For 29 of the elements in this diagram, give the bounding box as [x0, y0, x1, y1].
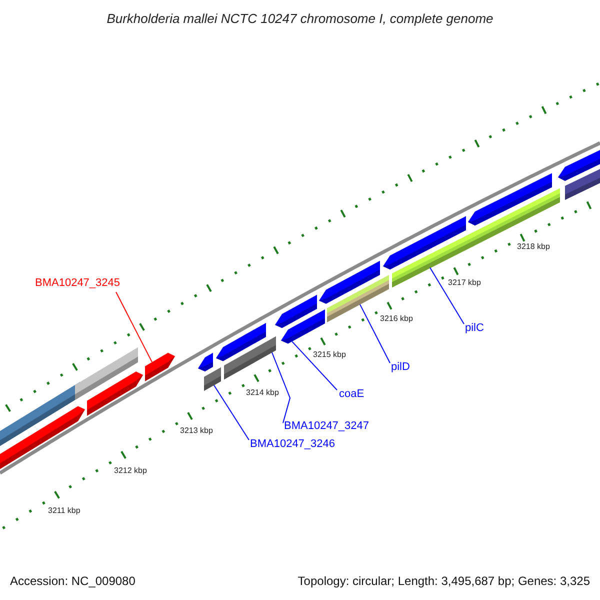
gene-feature	[224, 336, 276, 380]
gene-feature	[468, 173, 552, 226]
gene-label: pilD	[391, 362, 410, 373]
gene-feature	[204, 367, 221, 391]
genome-stats-text: Topology: circular; Length: 3,495,687 bp; Genes: 3,325	[298, 575, 590, 587]
gene-label: pilC	[465, 323, 484, 334]
gene-feature	[198, 352, 213, 372]
scale-label: 3211 kbp	[48, 507, 80, 515]
scale-label: 3213 kbp	[180, 427, 213, 435]
scale-label: 3216 kbp	[380, 315, 413, 323]
gene-label: BMA10247_3246	[250, 439, 336, 450]
gene-feature	[281, 309, 325, 344]
scale-label: 3217 kbp	[448, 279, 481, 287]
gene-feature	[87, 372, 143, 416]
gene-feature	[145, 352, 175, 382]
gene-label: BMA10247_3247	[284, 421, 370, 432]
gene-label: BMA10247_3245	[35, 278, 120, 289]
leader-line	[116, 292, 152, 363]
scale-label: 3212 kbp	[114, 467, 147, 475]
accession-text: Accession: NC_009080	[10, 575, 136, 587]
leader-line	[292, 340, 338, 390]
gene-feature	[565, 169, 600, 200]
gene-label: coaE	[339, 389, 364, 400]
leader-line	[272, 352, 291, 424]
map-title: Burkholderia mallei NCTC 10247 chromosome I, complete genome	[106, 12, 494, 25]
gene-feature	[0, 406, 85, 469]
scale-label: 3218 kbp	[517, 243, 550, 251]
scale-label: 3214 kbp	[246, 389, 279, 397]
scale-label: 3215 kbp	[313, 351, 346, 359]
